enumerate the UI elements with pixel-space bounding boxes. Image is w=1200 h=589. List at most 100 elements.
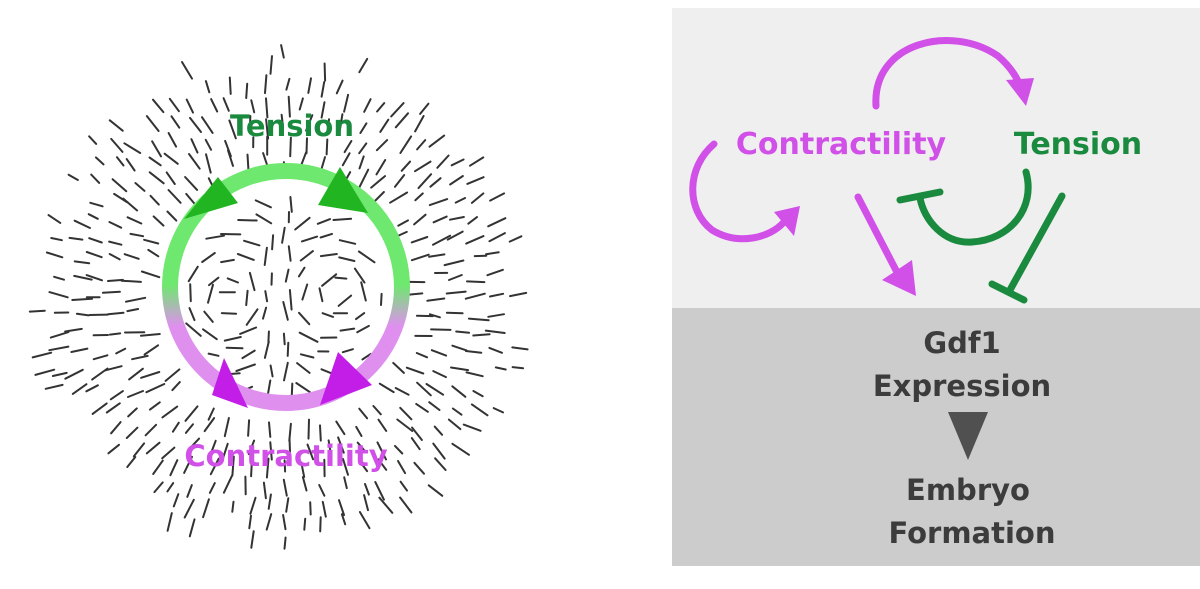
field-line — [332, 217, 353, 221]
field-line — [208, 482, 216, 494]
field-line — [152, 459, 164, 475]
field-line — [168, 97, 180, 113]
field-line — [419, 102, 430, 115]
field-line — [399, 135, 413, 154]
field-line — [326, 118, 330, 133]
field-line — [188, 437, 201, 450]
field-line — [151, 140, 162, 158]
field-line — [436, 154, 450, 169]
field-line — [235, 363, 256, 372]
field-line — [449, 175, 464, 186]
field-line — [472, 333, 491, 337]
field-line — [464, 292, 486, 300]
field-line — [205, 234, 225, 240]
field-line — [166, 512, 173, 532]
field-line — [126, 456, 137, 468]
field-line — [296, 362, 311, 374]
field-line — [399, 496, 413, 514]
field-line — [143, 344, 160, 356]
field-line — [321, 500, 327, 518]
field-line — [377, 418, 388, 432]
field-line — [73, 274, 93, 281]
field-line — [285, 77, 291, 91]
field-line — [451, 442, 470, 456]
field-line — [105, 402, 121, 414]
field-line — [466, 280, 486, 284]
field-line — [300, 235, 319, 243]
field-line — [301, 476, 308, 492]
field-line — [433, 425, 444, 436]
field-line — [320, 81, 326, 98]
field-line — [280, 44, 285, 59]
field-line — [417, 173, 433, 190]
field-line — [87, 213, 99, 220]
field-line — [372, 405, 382, 416]
field-line — [92, 354, 109, 361]
field-line — [128, 367, 144, 381]
field-line — [75, 312, 90, 317]
field-line — [183, 455, 193, 474]
field-line — [359, 122, 368, 134]
field-line — [378, 496, 394, 514]
field-line — [289, 196, 293, 213]
field-line — [223, 336, 242, 342]
field-line — [164, 368, 181, 382]
field-line — [122, 197, 139, 212]
field-line — [49, 331, 70, 339]
field-line — [104, 365, 123, 372]
field-line — [166, 482, 175, 493]
field-line — [358, 511, 371, 530]
field-line — [286, 341, 290, 357]
field-line — [189, 116, 202, 133]
field-line — [123, 142, 142, 154]
field-line — [94, 156, 105, 166]
field-line — [248, 514, 252, 530]
field-line — [207, 407, 215, 421]
field-line — [108, 332, 122, 336]
field-line — [85, 384, 99, 393]
field-line — [470, 192, 485, 204]
field-line — [434, 457, 447, 471]
field-line — [152, 215, 165, 227]
field-line — [143, 238, 160, 245]
field-line — [245, 82, 249, 99]
field-line — [415, 402, 429, 413]
field-line — [342, 458, 349, 476]
field-line — [428, 134, 446, 148]
field-line — [414, 115, 425, 133]
field-line — [284, 268, 290, 283]
field-line — [145, 441, 161, 455]
field-line — [145, 115, 160, 132]
contractility-arrowhead-right — [320, 352, 372, 405]
field-line — [140, 371, 161, 379]
signaling-box — [672, 8, 1200, 308]
field-line — [465, 371, 484, 378]
field-line — [209, 457, 220, 476]
field-line — [225, 346, 244, 350]
field-line — [68, 236, 84, 241]
field-line — [428, 198, 449, 207]
field-line — [207, 352, 220, 357]
field-line — [432, 215, 448, 224]
field-line — [462, 423, 482, 432]
field-line — [189, 283, 192, 303]
left-contractility-label: Contractility — [184, 439, 387, 473]
field-line — [222, 442, 229, 459]
field-line — [110, 421, 122, 435]
field-line — [376, 441, 387, 461]
field-line — [450, 366, 470, 372]
field-line — [363, 98, 372, 113]
field-line — [494, 366, 507, 371]
field-line — [307, 418, 310, 440]
field-line — [447, 418, 462, 431]
field-line — [486, 268, 504, 277]
field-line — [379, 118, 390, 133]
field-line — [73, 260, 91, 265]
field-line — [183, 498, 195, 519]
field-line — [231, 455, 235, 477]
tension-arrowhead-right — [318, 167, 368, 213]
field-line — [170, 115, 181, 129]
field-line — [470, 403, 489, 417]
field-line — [201, 116, 214, 134]
field-line — [321, 273, 338, 287]
